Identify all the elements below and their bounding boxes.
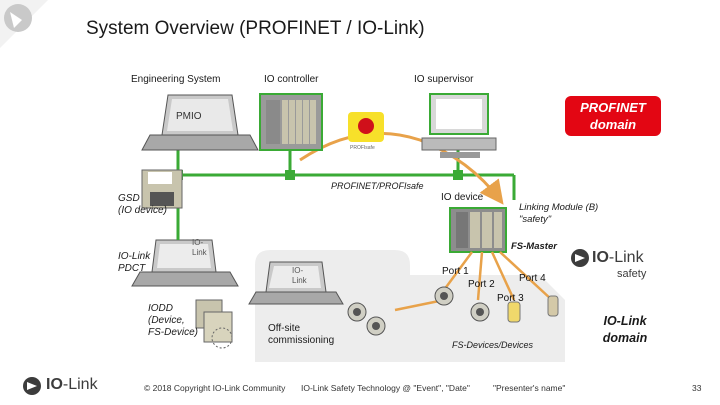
offsite-device-a-icon — [347, 302, 367, 322]
iolink-safety-logo: IO-Link — [592, 249, 644, 267]
supervisor-pc-icon — [421, 93, 497, 158]
profinet-domain-badge — [565, 96, 661, 136]
profisafe-arrow — [299, 131, 504, 205]
profinet-domain-label: PROFINET domain — [580, 100, 646, 132]
profinet-bus — [173, 140, 516, 228]
pdct-laptop-icon — [131, 239, 239, 287]
footer-logo-link: -Link — [62, 376, 98, 393]
footer-presenter: "Presenter's name" — [493, 383, 566, 393]
iodd-files-icon — [195, 299, 233, 349]
fs-device-4-icon — [547, 295, 559, 317]
pmio-label: PMIO — [176, 111, 202, 122]
gsd-floppy-icon — [141, 169, 183, 209]
footer-iolink-logo: IO-Link — [46, 376, 98, 394]
port1-to-offsite — [394, 298, 445, 312]
fs-devices-label: FS-Devices/Devices — [452, 340, 534, 350]
slide-title: System Overview (PROFINET / IO-Link) — [86, 18, 425, 39]
io-device-label: IO device — [441, 192, 484, 203]
port2-label: Port 2 — [468, 279, 495, 290]
footer-copyright: © 2018 Copyright IO-Link Community — [144, 383, 286, 393]
iolink-tag-left: IO- Link — [192, 238, 207, 257]
footer-event: IO-Link Safety Technology @ "Event", "Da… — [301, 383, 470, 393]
footer-logo-io: IO — [46, 376, 63, 393]
fs-device-3-icon — [507, 301, 521, 323]
io-supervisor-label: IO supervisor — [414, 74, 474, 85]
engineering-system-label: Engineering System — [131, 74, 221, 85]
iolink-safety-text: safety — [617, 268, 647, 280]
fs-master-label: FS-Master — [511, 241, 557, 252]
io-controller-icon — [259, 93, 323, 151]
emergency-stop-icon — [348, 112, 384, 142]
engineering-laptop-icon — [141, 94, 259, 151]
port-lines — [442, 251, 553, 301]
footer-page-number: 33 — [692, 383, 702, 393]
iodd-label: IODD (Device, FS-Device) — [148, 303, 199, 338]
offsite-label: Off-site commissioning — [268, 323, 335, 346]
profisafe-small-label: PROFIsafe — [350, 145, 375, 151]
fs-device-2-icon — [470, 302, 490, 322]
offsite-laptop-icon — [248, 261, 344, 305]
corner-logo-icon — [0, 0, 48, 48]
iolink-domain-label: IO-Link domain — [602, 314, 648, 345]
iolink-logo-icon — [571, 249, 589, 267]
linking-module-label: Linking Module (B) "safety" — [519, 202, 599, 225]
port1-label: Port 1 — [442, 266, 469, 277]
io-controller-label: IO controller — [264, 74, 319, 85]
iolink-logo-link: -Link — [608, 249, 644, 266]
iolink-logo-io: IO — [592, 249, 609, 266]
profinet-profisafe-label: PROFINET/PROFIsafe — [331, 181, 424, 191]
fs-device-1-icon — [434, 286, 454, 306]
fs-master-icon — [449, 207, 507, 253]
footer-logo-icon — [23, 377, 41, 395]
io-link-pdct-label: IO-Link PDCT — [118, 251, 151, 274]
iolink-tag-mid: IO- Link — [292, 266, 307, 285]
port4-label: Port 4 — [519, 273, 546, 284]
offsite-device-b-icon — [366, 316, 386, 336]
gsd-label: GSD (IO device) — [118, 193, 167, 216]
iolink-domain-badge — [592, 310, 658, 350]
port3-label: Port 3 — [497, 293, 524, 304]
